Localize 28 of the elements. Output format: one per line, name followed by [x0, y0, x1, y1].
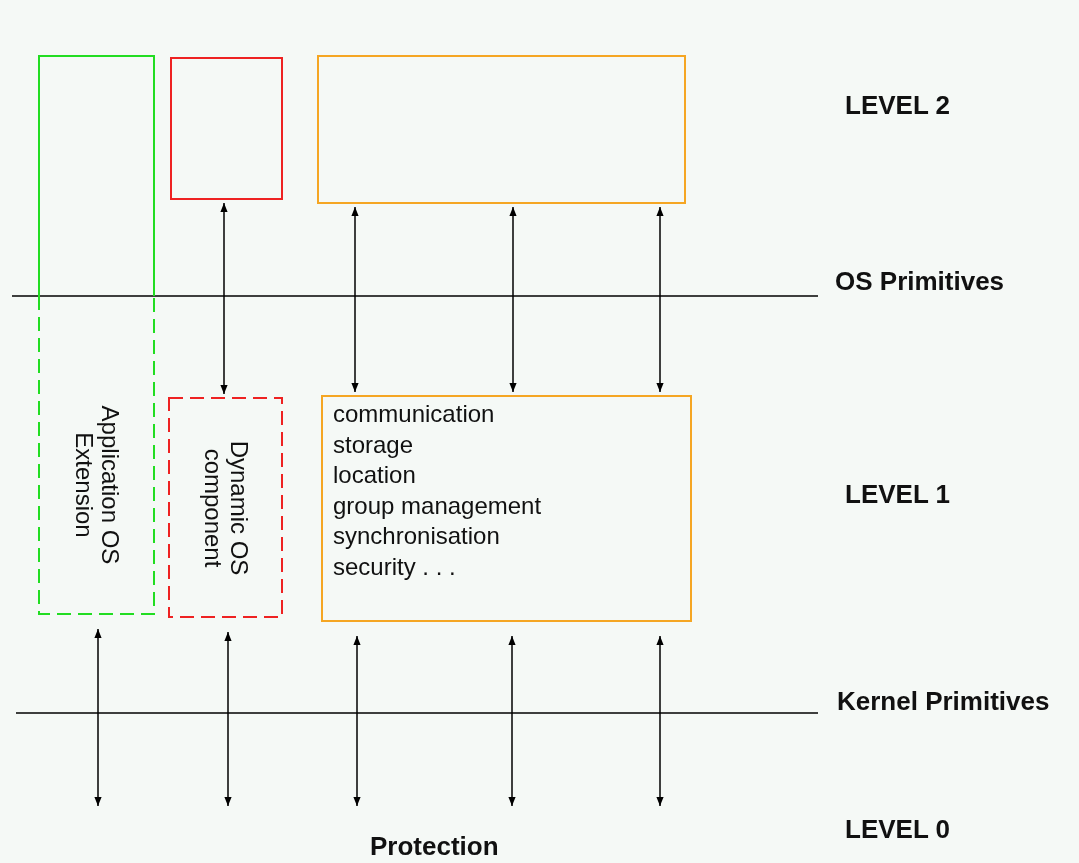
- level-label: LEVEL 1: [845, 479, 950, 510]
- double-arrow: [94, 628, 102, 807]
- double-arrow: [351, 206, 359, 393]
- list-item: security . . .: [333, 551, 457, 582]
- service-box: [317, 55, 686, 204]
- boundary-label: OS Primitives: [835, 266, 1005, 297]
- list-item: location: [333, 460, 417, 490]
- list-item: synchronisation: [333, 521, 501, 551]
- list-item: storage: [333, 429, 415, 460]
- double-arrow: [656, 206, 664, 393]
- rotated-label: Application OS Extension: [70, 404, 123, 567]
- double-arrow: [508, 635, 516, 807]
- list-item: group management: [333, 490, 542, 521]
- level-label: LEVEL 0: [845, 814, 950, 845]
- component-box: [168, 397, 283, 618]
- double-arrow: [220, 202, 228, 395]
- boundary-label: Kernel Primitives: [837, 686, 1050, 717]
- double-arrow: [509, 206, 517, 393]
- component-box: [170, 57, 283, 200]
- level-caption: Protection: [370, 831, 499, 862]
- double-arrow: [224, 631, 232, 807]
- rotated-label: Dynamic OS component: [199, 439, 252, 577]
- layer-box: [38, 55, 155, 615]
- level-label: LEVEL 2: [845, 90, 950, 121]
- double-arrow: [353, 635, 361, 807]
- double-arrow: [656, 635, 664, 807]
- service-box: [321, 395, 692, 622]
- list-item: communication: [333, 399, 496, 429]
